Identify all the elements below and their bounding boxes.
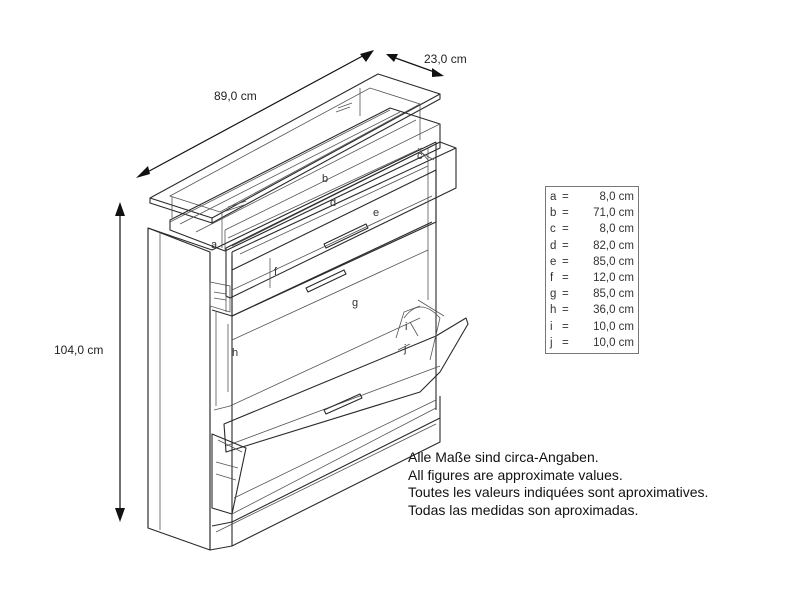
legend-row-e: e = 85,0 cm [550, 254, 634, 270]
legend-row-i: i = 10,0 cm [550, 319, 634, 335]
legend-value: 82,0 cm [593, 239, 634, 252]
legend-value: 36,0 cm [593, 304, 634, 317]
legend-row-a: a = 8,0 cm [550, 189, 634, 205]
legend-value: 85,0 cm [593, 255, 634, 268]
legend-key: g [550, 288, 557, 301]
part-label-b: b [322, 173, 328, 185]
legend-equals: = [562, 207, 569, 220]
legend-key: c [550, 223, 556, 236]
legend-equals: = [562, 288, 569, 301]
part-label-g: g [352, 297, 358, 309]
part-label-j: j [403, 343, 406, 355]
note-spanish: Todas las medidas son aproximadas. [408, 501, 639, 518]
dimension-legend: a = 8,0 cm b = 71,0 cm c = 8,0 cm d = 82,0 cm e = 85,0… [545, 186, 639, 355]
height-label: 104,0 cm [54, 343, 103, 357]
part-label-d: d [330, 197, 336, 209]
legend-equals: = [562, 336, 569, 349]
legend-equals: = [562, 223, 569, 236]
legend-equals: = [562, 304, 569, 317]
part-label-c: c [417, 150, 423, 162]
part-label-i: i [405, 321, 407, 333]
legend-value: 10,0 cm [593, 320, 634, 333]
legend-key: d [550, 239, 557, 252]
legend-key: f [550, 272, 554, 285]
approximation-notes: Alle Maße sind circa-Angaben. All figure… [408, 449, 788, 519]
legend-value: 10,0 cm [593, 336, 634, 349]
top-drawer [169, 107, 457, 299]
part-label-e: e [373, 207, 379, 219]
legend-value: 71,0 cm [593, 207, 634, 220]
dimension-lines [115, 50, 444, 522]
legend-key: b [550, 207, 557, 220]
legend-key: e [550, 255, 557, 268]
legend-key: j [550, 336, 553, 349]
legend-value: 12,0 cm [593, 272, 634, 285]
cabinet-body [147, 141, 441, 551]
legend-key: h [550, 304, 557, 317]
legend-row-f: f = 12,0 cm [550, 270, 634, 286]
legend-equals: = [562, 239, 569, 252]
legend-row-j: j = 10,0 cm [550, 335, 634, 351]
legend-row-g: g = 85,0 cm [550, 286, 634, 302]
part-label-h: h [232, 347, 238, 359]
note-english: All figures are approximate values. [408, 466, 623, 483]
part-label-f: f [274, 266, 278, 278]
upper-flap-open [223, 299, 469, 453]
note-german: Alle Maße sind circa-Angaben. [408, 449, 599, 465]
legend-row-d: d = 82,0 cm [550, 238, 634, 254]
depth-label: 23,0 cm [424, 52, 467, 66]
legend-equals: = [562, 272, 569, 285]
legend-equals: = [562, 255, 569, 268]
legend-value: 8,0 cm [599, 191, 634, 203]
legend-row-b: b = 71,0 cm [550, 205, 634, 221]
note-french: Toutes les valeurs indiquées sont aproxi… [408, 484, 709, 500]
legend-row-h: h = 36,0 cm [550, 302, 634, 318]
legend-value: 85,0 cm [593, 288, 634, 301]
legend-row-c: c = 8,0 cm [550, 221, 634, 237]
part-label-a: a [211, 239, 218, 251]
legend-value: 8,0 cm [599, 223, 634, 236]
width-label: 89,0 cm [214, 89, 257, 103]
legend-key: i [550, 320, 553, 333]
legend-equals: = [562, 320, 569, 333]
lower-flap [211, 399, 437, 515]
legend-key: a [550, 191, 557, 203]
legend-equals: = [562, 191, 569, 203]
